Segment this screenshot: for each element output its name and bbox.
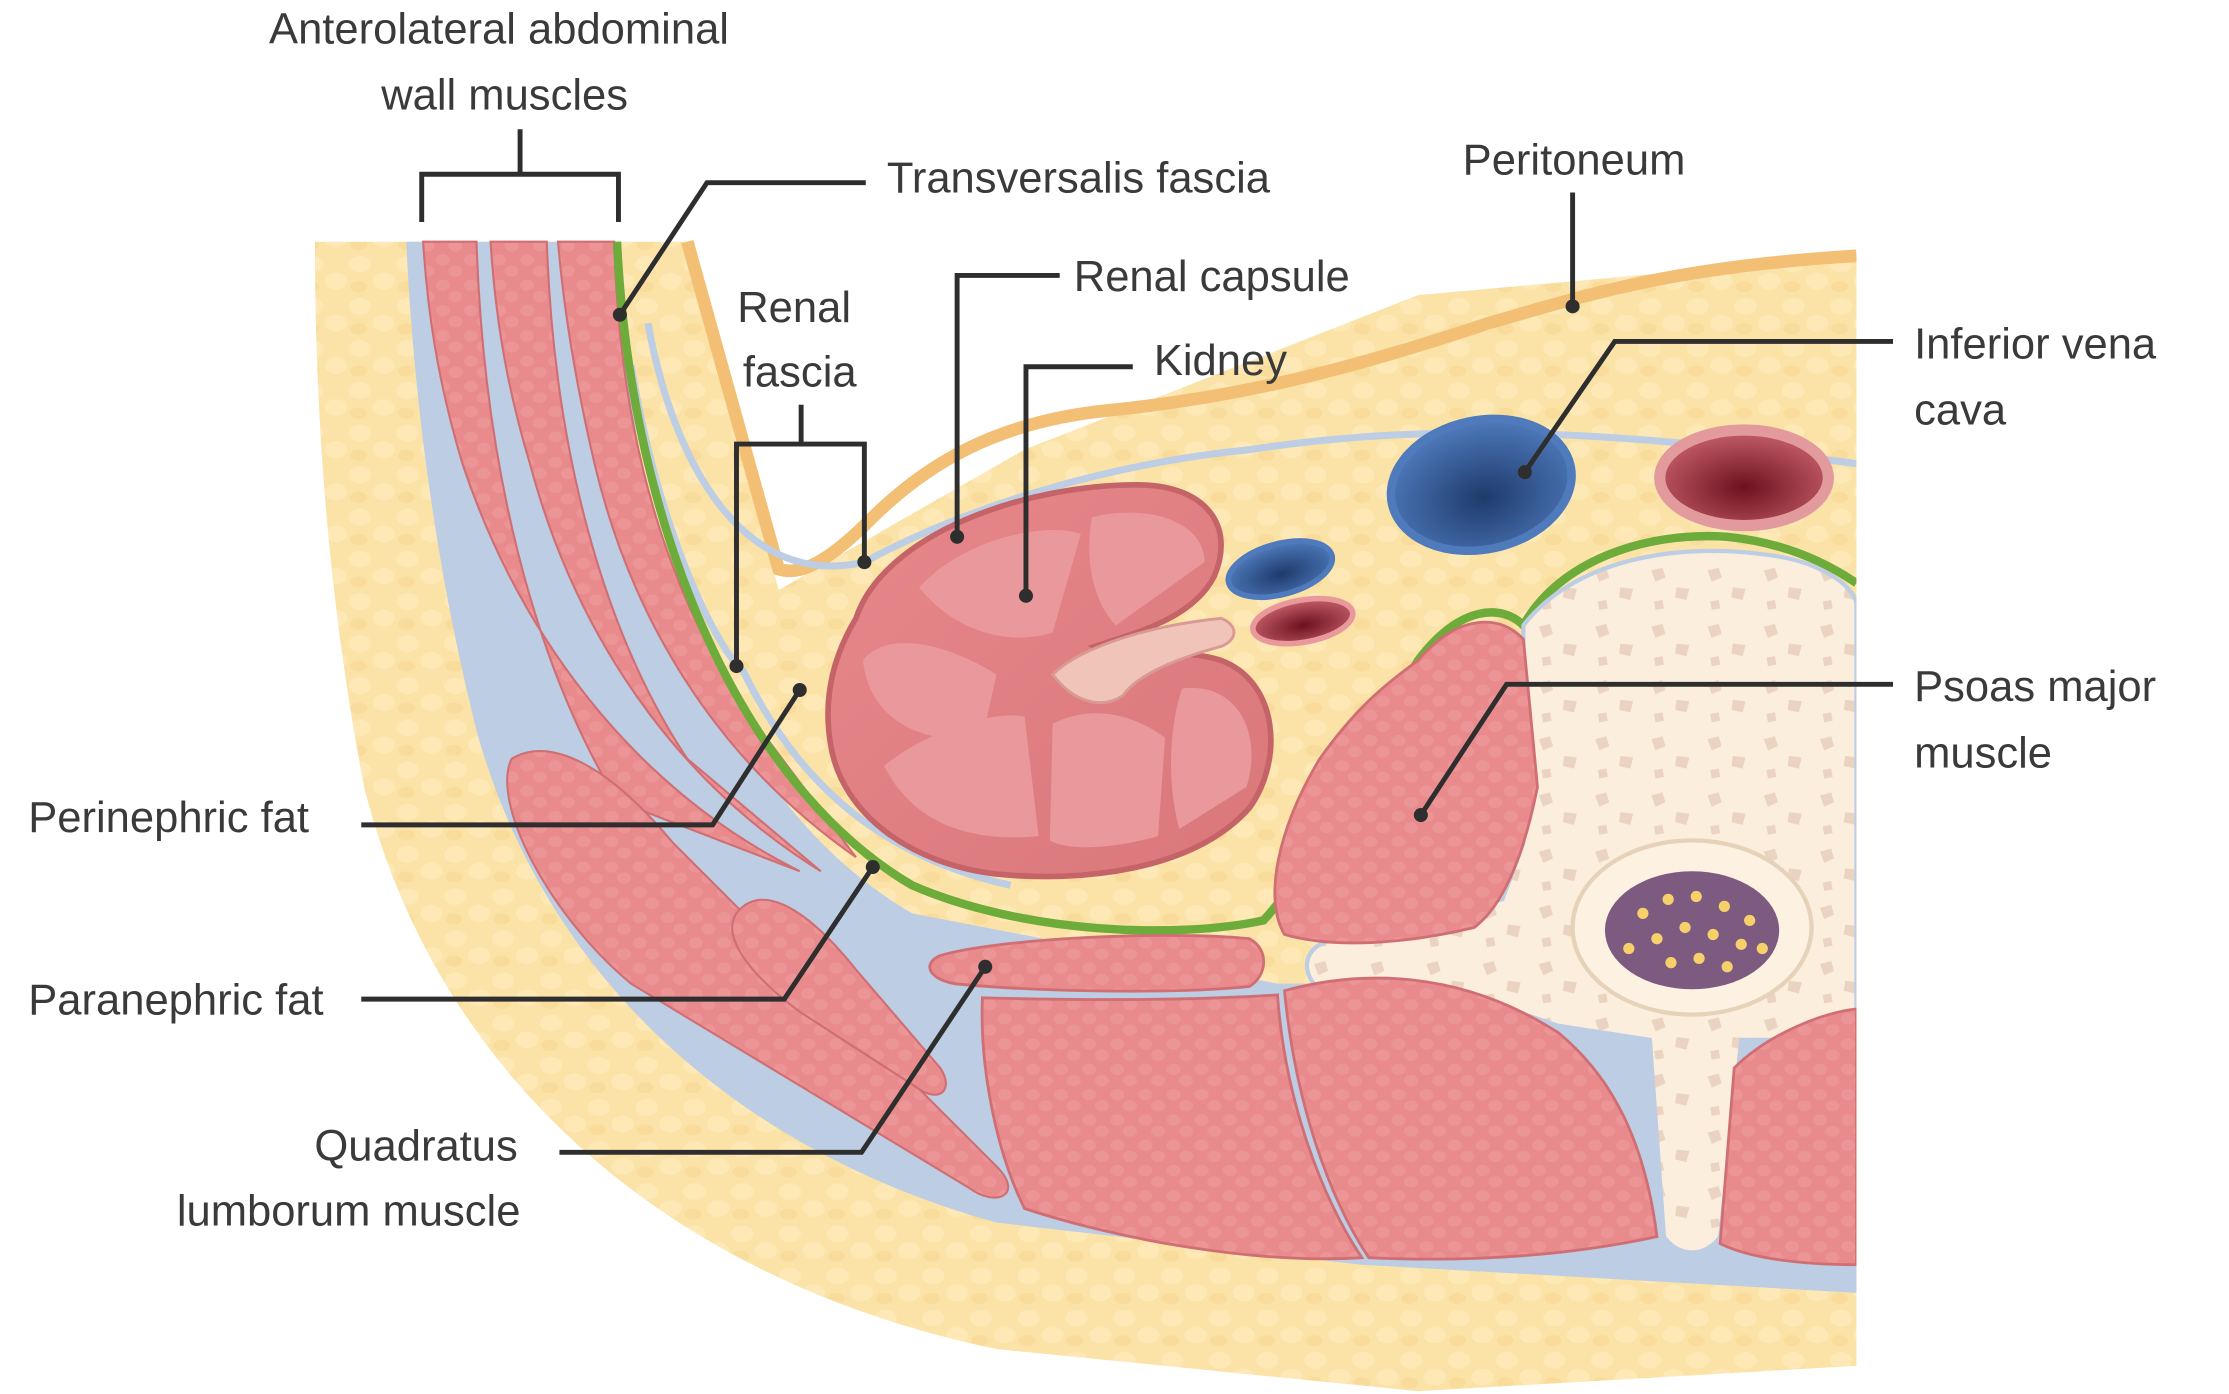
label-kidney: Kidney: [1154, 337, 1287, 385]
label-ivc-line2: cava: [1914, 386, 2007, 434]
renal-fascia-dot-1: [729, 659, 743, 673]
label-quadratus-line2: lumborum muscle: [177, 1187, 521, 1235]
label-anterolateral-line1: Anterolateral abdominal: [269, 6, 729, 54]
label-perinephric-fat: Perinephric fat: [28, 794, 309, 842]
psoas-dot: [1414, 808, 1428, 822]
label-anterolateral-line2: wall muscles: [380, 72, 628, 120]
renal-capsule-dot: [950, 530, 964, 544]
label-psoas-line2: muscle: [1914, 729, 2052, 777]
label-psoas-line1: Psoas major: [1914, 663, 2156, 711]
anatomy-illustration: [315, 242, 1857, 1391]
spinal-cord: [1605, 871, 1779, 989]
label-renal-fascia-line2: fascia: [743, 348, 858, 396]
label-quadratus-line1: Quadratus: [314, 1123, 517, 1171]
ivc-dot: [1518, 465, 1532, 479]
transversalis-dot: [613, 308, 627, 322]
label-renal-fascia-line1: Renal: [737, 284, 851, 332]
kidney-dot: [1019, 589, 1033, 603]
quadratus-dot: [978, 960, 992, 974]
paranephric-dot: [866, 860, 880, 874]
label-transversalis-fascia: Transversalis fascia: [887, 155, 1271, 203]
antero-bracket: [422, 129, 619, 222]
label-ivc-line1: Inferior vena: [1914, 320, 2157, 368]
label-renal-capsule: Renal capsule: [1074, 253, 1350, 301]
perinephric-dot: [793, 683, 807, 697]
peritoneum-dot: [1566, 299, 1580, 313]
label-paranephric-fat: Paranephric fat: [28, 977, 323, 1025]
renal-pyramid-5: [1050, 713, 1165, 847]
aorta: [1660, 430, 1829, 526]
label-peritoneum: Peritoneum: [1463, 136, 1686, 184]
renal-fascia-dot-2: [857, 555, 871, 569]
